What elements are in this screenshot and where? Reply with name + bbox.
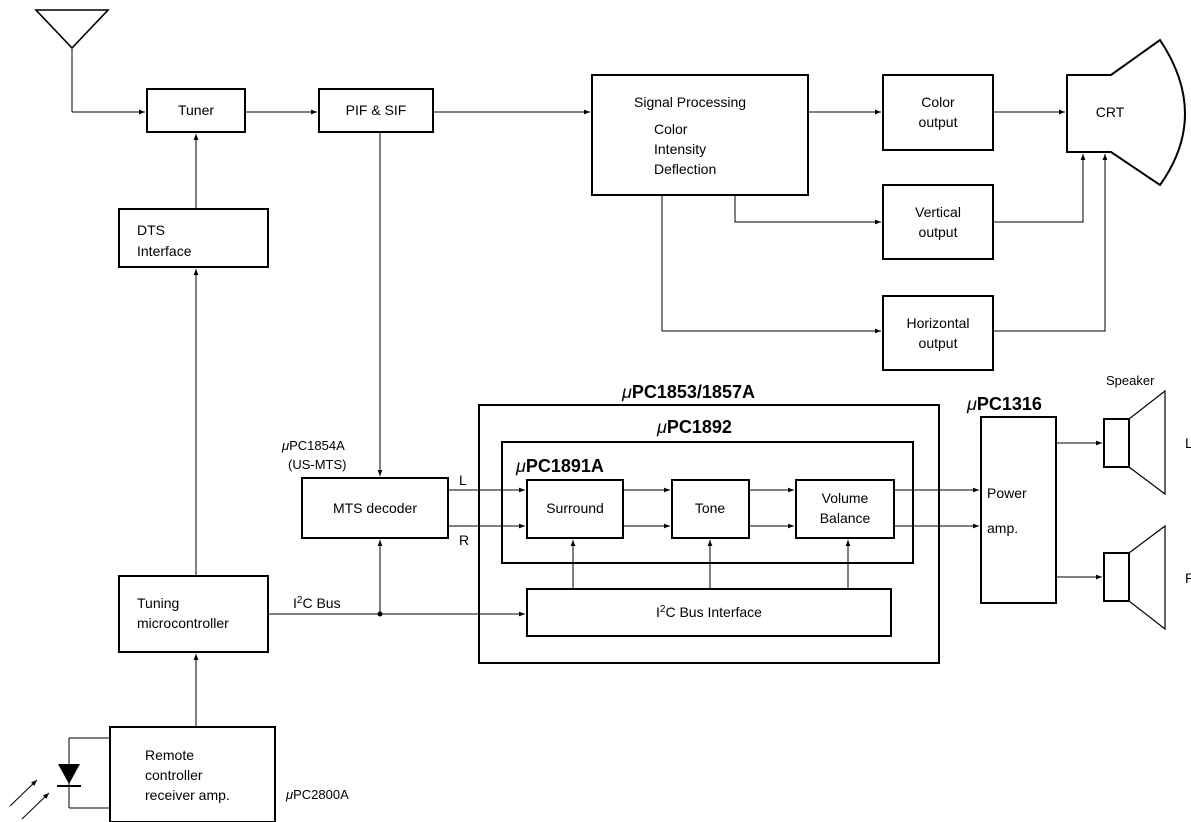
- upc1891a-label: μPC1891A: [515, 456, 604, 476]
- remote-receiver-block: Remote controller receiver amp.: [109, 726, 276, 822]
- mts-decoder-label: MTS decoder: [333, 500, 417, 516]
- tuning-mcu-line1: Tuning: [137, 595, 179, 611]
- crt-label: CRT: [1096, 104, 1125, 120]
- horizontal-output-line1: Horizontal: [906, 315, 969, 331]
- remote-receiver-line1: Remote: [145, 747, 194, 763]
- i2c-bus-label: I2C Bus: [293, 595, 341, 611]
- right-channel-label: R: [459, 532, 469, 548]
- power-amp-block: Power amp.: [980, 416, 1057, 604]
- upc1316-label: μPC1316: [966, 394, 1042, 414]
- vertical-output-line1: Vertical: [915, 204, 961, 220]
- upc1853-label: μPC1853/1857A: [621, 382, 755, 402]
- us-mts-label: (US-MTS): [288, 457, 347, 472]
- remote-receiver-line3: receiver amp.: [145, 787, 230, 803]
- antenna-icon: [34, 9, 110, 112]
- signal-processing-color: Color: [654, 121, 688, 137]
- signal-processing-intensity: Intensity: [654, 141, 706, 157]
- tuner-block: Tuner: [146, 88, 246, 133]
- volume-balance-block: Volume Balance: [795, 479, 895, 539]
- power-amp-line1: Power: [987, 485, 1027, 501]
- color-output-block: Color output: [882, 74, 994, 151]
- signal-processing-deflection: Deflection: [654, 161, 716, 177]
- speaker-right-label: R: [1185, 570, 1191, 586]
- tuning-microcontroller-block: Tuning microcontroller: [118, 575, 269, 653]
- connections: [72, 109, 1108, 727]
- dts-interface-line1: DTS: [137, 222, 165, 238]
- color-output-line2: output: [919, 114, 958, 130]
- volume-label: Volume: [822, 490, 869, 506]
- pif-sif-label: PIF & SIF: [346, 102, 407, 118]
- crt-block: CRT: [1066, 38, 1186, 187]
- speaker-label: Speaker: [1106, 373, 1155, 388]
- horizontal-output-block: Horizontal output: [882, 295, 994, 371]
- remote-receiver-line2: controller: [145, 767, 203, 783]
- i2c-bus-interface-block: I2C Bus Interface: [526, 588, 892, 637]
- surround-block: Surround: [526, 479, 624, 539]
- tuning-mcu-line2: microcontroller: [137, 615, 229, 631]
- signal-processing-block: Signal Processing Color Intensity Deflec…: [591, 74, 809, 196]
- tone-block: Tone: [671, 479, 750, 539]
- vertical-output-block: Vertical output: [882, 184, 994, 260]
- vertical-output-line2: output: [919, 224, 958, 240]
- speaker-left-label: L: [1185, 435, 1191, 451]
- speaker-right-icon: [1103, 524, 1166, 631]
- color-output-line1: Color: [921, 94, 955, 110]
- dts-interface-block: DTS Interface: [118, 208, 269, 268]
- signal-processing-title: Signal Processing: [634, 94, 746, 110]
- photodiode-icon: [9, 737, 110, 820]
- left-channel-label: L: [459, 472, 467, 488]
- balance-label: Balance: [820, 510, 871, 526]
- dts-interface-line2: Interface: [137, 243, 192, 259]
- tone-label: Tone: [695, 500, 726, 516]
- tuner-label: Tuner: [178, 102, 214, 118]
- upc2800a-label: μPC2800A: [285, 787, 349, 802]
- upc1892-label: μPC1892: [656, 417, 732, 437]
- surround-label: Surround: [546, 500, 604, 516]
- mts-decoder-block: MTS decoder: [301, 477, 449, 539]
- horizontal-output-line2: output: [919, 335, 958, 351]
- upc1854a-label: μPC1854A: [281, 438, 345, 453]
- speaker-left-icon: [1103, 389, 1166, 496]
- i2c-interface-label: I2C Bus Interface: [656, 604, 762, 620]
- power-amp-line2: amp.: [987, 520, 1018, 536]
- pif-sif-block: PIF & SIF: [318, 88, 434, 133]
